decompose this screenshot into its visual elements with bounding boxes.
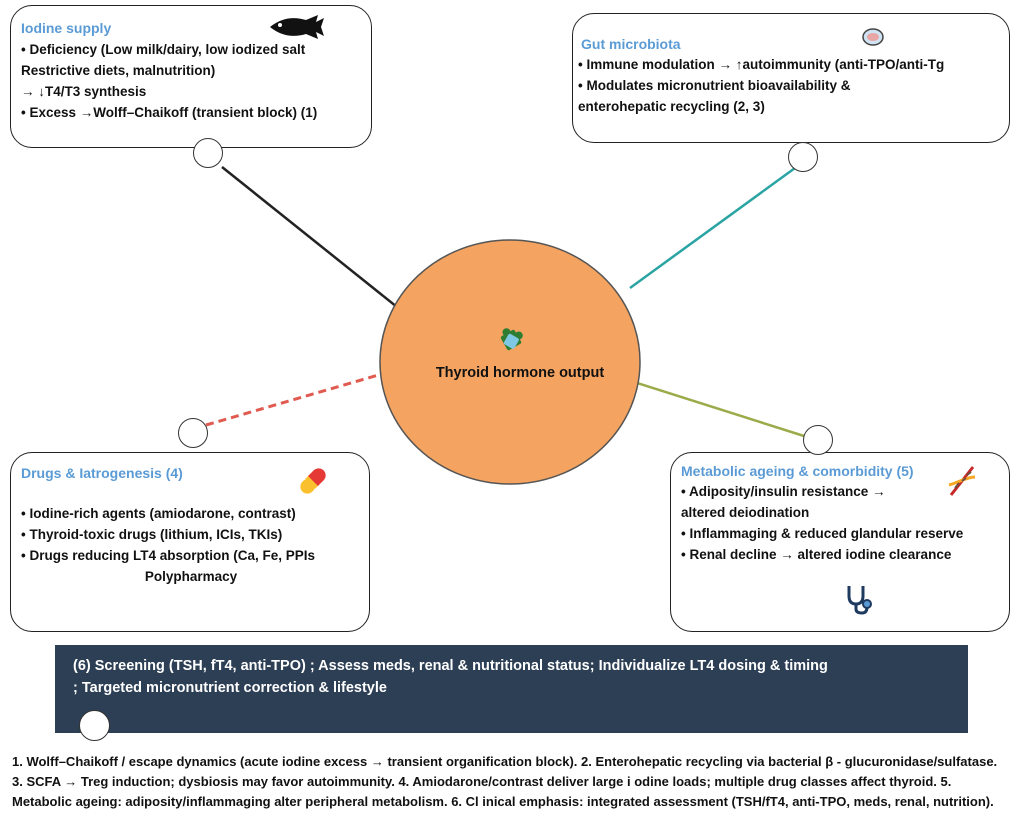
- connector-metabolic: [633, 380, 805, 438]
- connector-drugs: [205, 372, 383, 427]
- connector-iodine: [221, 166, 398, 308]
- node-iodine: [193, 138, 223, 168]
- gut-microbiota-title: Gut microbiota: [581, 36, 681, 52]
- fish-icon: [270, 15, 324, 39]
- drugs-line-1: • Iodine-rich agents (amiodarone, contra…: [21, 506, 296, 521]
- dna-icon: [948, 466, 976, 496]
- footnote-text: 1. Wolff–Chaikoff / escape dynamics (acu…: [12, 754, 998, 809]
- pill-icon: [300, 468, 326, 494]
- gut-line-2: • Modulates micronutrient bioavailabilit…: [578, 78, 851, 93]
- drugs-line-2: • Thyroid-toxic drugs (lithium, ICIs, TK…: [21, 527, 283, 542]
- drugs-title: Drugs & Iatrogenesis (4): [21, 465, 183, 481]
- node-banner: [79, 710, 110, 741]
- iodine-line-4: • Excess →Wolff–Chaikoff (transient bloc…: [21, 105, 318, 120]
- hub-ellipse: [379, 239, 641, 485]
- puzzle-icon: [500, 328, 523, 351]
- metabolic-line-1: • Adiposity/insulin resistance →: [681, 484, 886, 499]
- iodine-line-2: Restrictive diets, malnutrition): [21, 63, 216, 78]
- iodine-line-1: • Deficiency (Low milk/dairy, low iodize…: [21, 42, 306, 57]
- drugs-line-4: Polypharmacy: [144, 569, 238, 584]
- metabolic-ageing-box: Metabolic ageing & comorbidity (5) • Adi…: [670, 452, 1010, 632]
- banner-line-2: ; Targeted micronutrient correction & li…: [73, 680, 387, 696]
- clinical-banner: (6) Screening (TSH, fT4, anti-TPO) ; Ass…: [55, 645, 968, 733]
- metabolic-line-4: • Renal decline → altered iodine clearan…: [681, 547, 952, 562]
- metabolic-title: Metabolic ageing & comorbidity (5): [681, 463, 914, 479]
- metabolic-line-2: altered deiodination: [681, 505, 810, 520]
- node-gut: [788, 142, 818, 172]
- iodine-line-3: → ↓T4/T3 synthesis: [21, 84, 147, 99]
- banner-line-1: (6) Screening (TSH, fT4, anti-TPO) ; Ass…: [73, 658, 828, 674]
- stethoscope-icon: [847, 586, 872, 615]
- node-drugs: [178, 418, 208, 448]
- gut-line-1: • Immune modulation → ↑autoimmunity (ant…: [578, 57, 945, 72]
- gut-line-3: enterohepatic recycling (2, 3): [578, 99, 765, 114]
- metabolic-line-3: • Inflammaging & reduced glandular reser…: [681, 526, 964, 541]
- gut-microbiota-box: Gut microbiota • Immune modulation → ↑au…: [572, 13, 1010, 143]
- node-metabolic: [803, 425, 833, 455]
- petri-dish-icon: [862, 28, 884, 46]
- drugs-line-3: • Drugs reducing LT4 absorption (Ca, Fe,…: [21, 548, 316, 563]
- iodine-supply-title: Iodine supply: [21, 20, 112, 36]
- hub-label: Thyroid hormone output: [435, 365, 605, 381]
- connector-gut: [629, 166, 796, 290]
